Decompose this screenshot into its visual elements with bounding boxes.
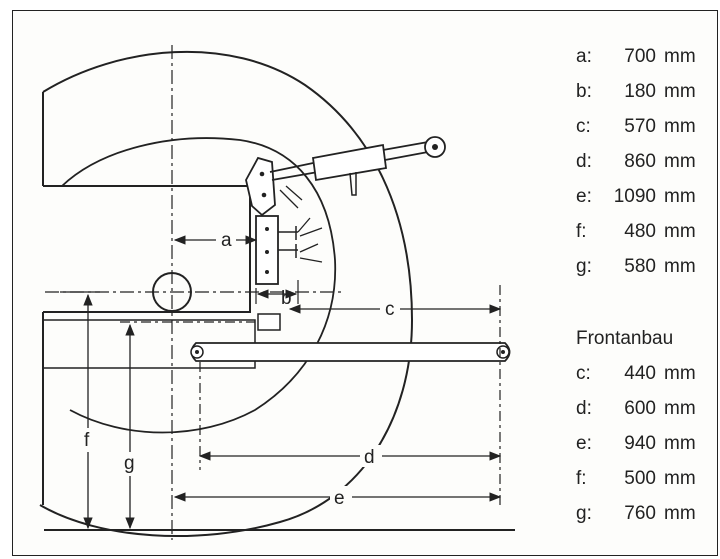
lower-link: [190, 342, 511, 362]
dim-g-label: g: [124, 453, 135, 474]
dim-c-label: c: [385, 299, 395, 320]
top-link-cylinder: [311, 143, 388, 182]
tractor-body: [43, 185, 251, 313]
top-link-bracket: [245, 156, 276, 217]
dim-b-label: b: [281, 288, 292, 309]
front-mount-heading: Frontanbau: [576, 328, 674, 349]
dim-f-label: f: [84, 430, 90, 451]
dim-a-label: a: [221, 230, 232, 251]
wheel-rim: [61, 137, 337, 434]
dim-e-label: e: [334, 488, 345, 509]
rear-wheel-outline: [39, 50, 414, 537]
dim-d-label: d: [364, 447, 375, 468]
